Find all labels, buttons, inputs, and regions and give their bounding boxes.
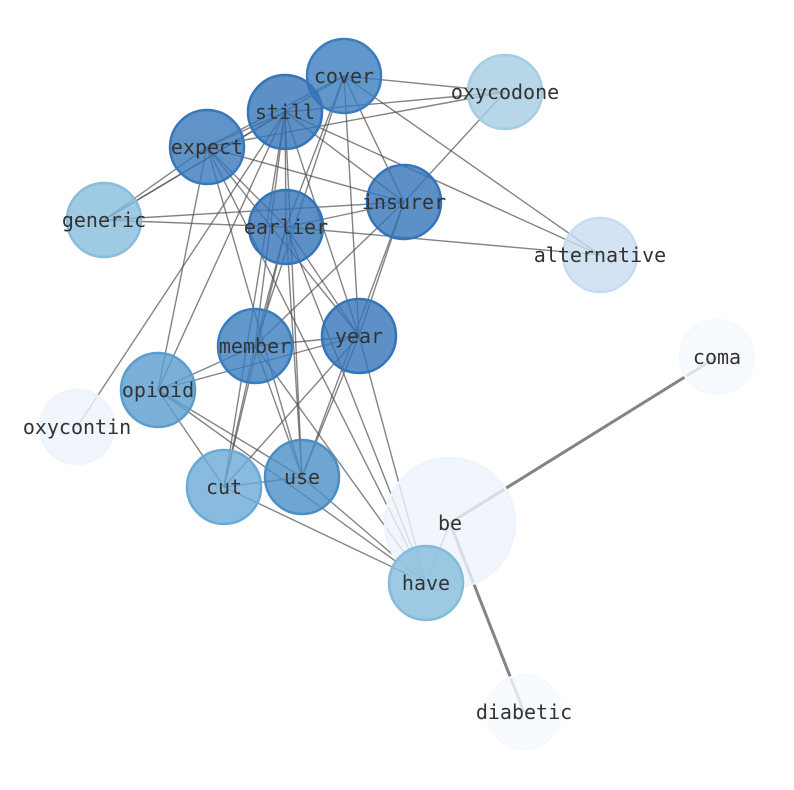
node-circle (561, 216, 639, 294)
node-circle (168, 108, 246, 186)
edge-earlier-alternative (285, 226, 601, 256)
node-circle (119, 351, 197, 429)
edge-cover-year (343, 75, 360, 337)
node-circle (466, 53, 544, 131)
node-label: be (438, 511, 462, 535)
edge-earlier-use (285, 226, 303, 478)
node-label: insurer (362, 190, 446, 214)
node-label: oxycontin (23, 415, 131, 439)
node-label: expect (171, 135, 243, 159)
node-circle (365, 163, 443, 241)
node-circle (305, 37, 383, 115)
node-label: still (255, 100, 315, 124)
node-cut[interactable]: cut (185, 448, 263, 526)
node-insurer[interactable]: insurer (362, 163, 446, 241)
node-circle (246, 73, 324, 151)
node-alternative[interactable]: alternative (534, 216, 666, 294)
node-coma[interactable]: coma (678, 318, 756, 396)
edge-still-cut (223, 111, 286, 488)
node-circle (387, 544, 465, 622)
node-circle (678, 318, 756, 396)
node-still[interactable]: still (246, 73, 324, 151)
node-label: oxycodone (451, 80, 559, 104)
node-oxycodone[interactable]: oxycodone (451, 53, 559, 131)
node-label: member (219, 334, 291, 358)
edge-still-use (284, 111, 303, 478)
node-label: year (335, 324, 383, 348)
node-opioid[interactable]: opioid (119, 351, 197, 429)
node-generic[interactable]: generic (62, 181, 146, 259)
node-label: opioid (122, 378, 194, 402)
node-circle (65, 181, 143, 259)
node-have[interactable]: have (387, 544, 465, 622)
node-circle (247, 188, 325, 266)
node-circle (216, 307, 294, 385)
node-diabetic[interactable]: diabetic (476, 673, 572, 751)
node-label: coma (693, 345, 741, 369)
node-expect[interactable]: expect (168, 108, 246, 186)
node-circle (263, 438, 341, 516)
node-label: use (284, 465, 320, 489)
edge-expect-opioid (157, 146, 208, 391)
node-cover[interactable]: cover (305, 37, 383, 115)
edge-still-opioid (157, 111, 286, 391)
node-label: cover (314, 64, 374, 88)
node-circle (38, 388, 116, 466)
node-earlier[interactable]: earlier (244, 188, 328, 266)
node-label: earlier (244, 215, 328, 239)
edge-cover-alternative (343, 75, 601, 256)
node-label: cut (206, 475, 242, 499)
node-year[interactable]: year (320, 297, 398, 375)
node-label: have (402, 571, 450, 595)
edge-still-alternative (284, 111, 601, 256)
edge-still-oxycontin (76, 111, 286, 428)
edge-expect-oxycodone (206, 91, 506, 148)
node-oxycontin[interactable]: oxycontin (23, 388, 131, 466)
node-circle (185, 448, 263, 526)
node-member[interactable]: member (216, 307, 294, 385)
node-label: alternative (534, 243, 666, 267)
node-use[interactable]: use (263, 438, 341, 516)
node-label: diabetic (476, 700, 572, 724)
node-circle (485, 673, 563, 751)
node-label: generic (62, 208, 146, 232)
node-circle (320, 297, 398, 375)
